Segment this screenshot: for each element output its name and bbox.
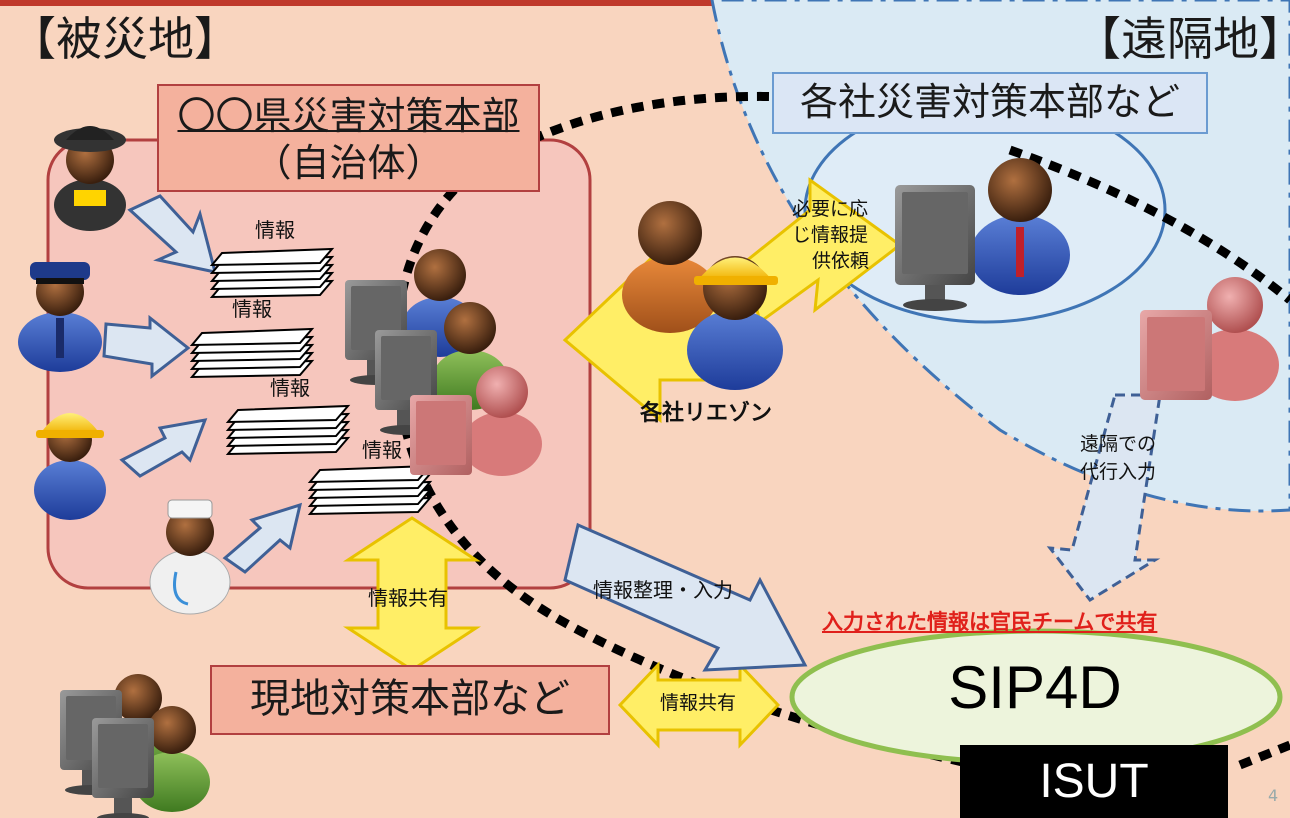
request-label-line2: じ情報提: [792, 224, 869, 246]
share-horizontal-arrow: [617, 661, 781, 749]
remote-entry-line2: 代行入力: [1080, 461, 1157, 483]
info-label-1: 情報: [255, 218, 295, 242]
document-stack-icon: [211, 248, 333, 298]
document-stack-icon: [227, 405, 349, 455]
remote-entry-arrow: [1046, 393, 1162, 602]
share-label-horizontal: 情報共有: [660, 692, 737, 714]
disaster-area-heading: 【被災地】: [10, 12, 240, 66]
local-operator-icon: [60, 674, 210, 818]
worker-icon: [34, 413, 106, 520]
isut-label: ISUT: [1039, 755, 1149, 808]
remote-operator-icon: [1140, 277, 1279, 401]
request-label-line1: 必要に応: [792, 198, 869, 220]
medic-icon: [149, 499, 231, 615]
prefecture-hq-subtitle: （自治体）: [253, 141, 444, 185]
company-hq-box: 各社災害対策本部など: [772, 72, 1208, 134]
liaison-label: 各社リエゾン: [640, 401, 773, 426]
prefecture-hq-area: [46, 138, 592, 590]
company-operator-icon: [895, 158, 1070, 311]
liaison-icon: [622, 201, 783, 390]
remote-entry-label: 遠隔での 代行入力: [1080, 430, 1156, 486]
organize-label: 情報整理・入力: [593, 578, 733, 602]
prefecture-hq-box: 〇〇県災害対策本部 （自治体）: [157, 84, 540, 192]
top-accent-bar: [0, 0, 1290, 6]
police-icon: [18, 262, 102, 372]
boundary-dotted-bottom: [1238, 740, 1290, 770]
input-arrows: [102, 194, 303, 574]
request-label: 必要に応 じ情報提 供依頼: [792, 196, 869, 274]
request-arrow: [743, 177, 903, 325]
organize-arrow: [563, 522, 808, 672]
info-label-4: 情報: [362, 438, 402, 462]
firefighter-icon: [54, 126, 126, 231]
shared-notice: 入力された情報は官民チームで共有: [822, 610, 1158, 634]
info-label-3: 情報: [270, 376, 310, 400]
remote-area-heading: 【遠隔地】: [1075, 12, 1290, 66]
remote-entry-line1: 遠隔での: [1080, 433, 1157, 455]
isut-box: [960, 745, 1228, 818]
operator-icon: [345, 249, 542, 476]
sip4d-title: SIP4D: [948, 654, 1122, 721]
document-stack-icon: [191, 328, 313, 378]
page-number: 4: [1268, 786, 1279, 805]
boundary-dotted-right: [1008, 145, 1290, 304]
prefecture-hq-title: 〇〇県災害対策本部: [177, 94, 520, 138]
request-label-line3: 供依頼: [812, 250, 870, 272]
local-hq-box: 現地対策本部など: [210, 665, 610, 735]
info-label-2: 情報: [232, 297, 272, 321]
share-label-vertical: 情報共有: [368, 586, 448, 610]
